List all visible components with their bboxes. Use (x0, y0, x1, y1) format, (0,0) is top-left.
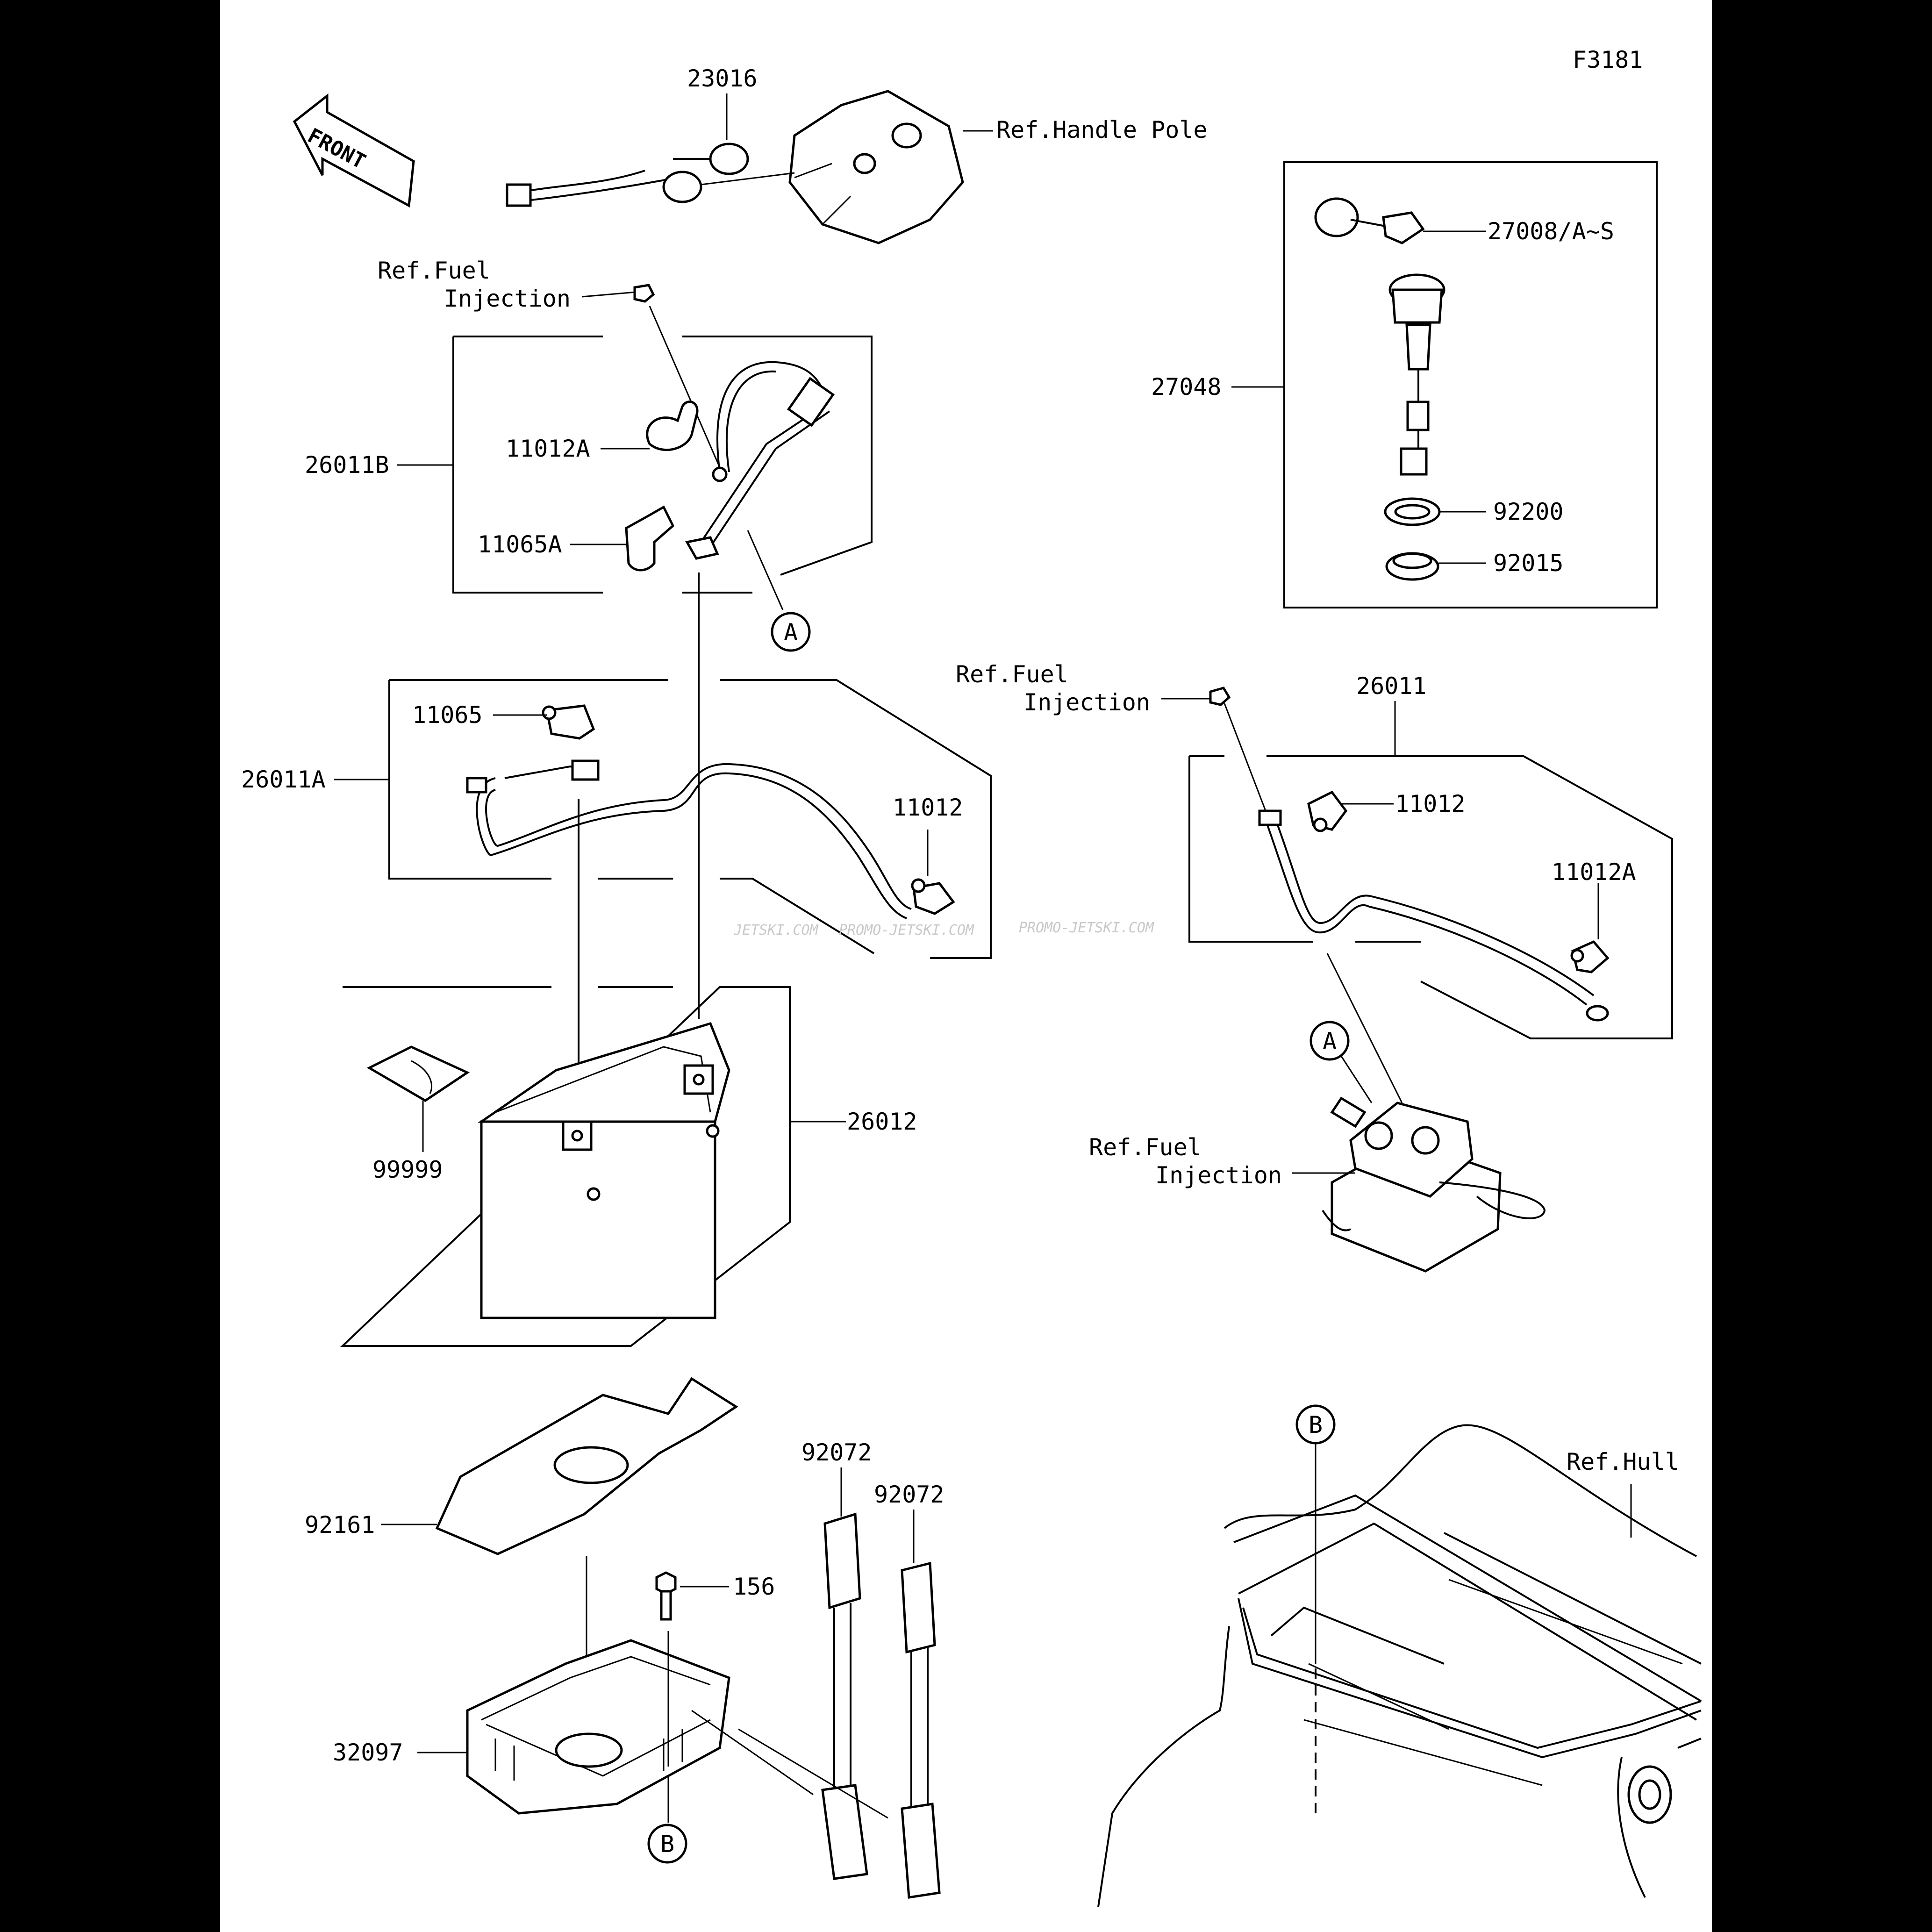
part-92072-strap-a (821, 1512, 868, 1880)
part-26011-cable (1258, 809, 1609, 1022)
callout-b-1: B (660, 1831, 674, 1858)
figure-id: F3181 (1573, 46, 1643, 73)
solenoid-relay-ref (1322, 1096, 1546, 1273)
watermark-2: PROMO-JETSKI.COM (839, 922, 974, 938)
label-11065: 11065 (412, 701, 483, 729)
diagram-sheet (220, 0, 1712, 1932)
part-11012A-cap-top (646, 401, 699, 451)
label-11012A-right: 11012A (1552, 859, 1636, 886)
part-11065-cap (542, 704, 595, 740)
part-23016-harness (506, 143, 749, 207)
callout-a-circle-1 (771, 612, 811, 652)
label-92200: 92200 (1493, 498, 1564, 525)
callout-b-circle-2 (1295, 1404, 1336, 1445)
label-26011A: 26011A (241, 766, 326, 793)
label-26011: 26011 (1356, 673, 1427, 700)
label-99999: 99999 (372, 1156, 443, 1183)
part-27048-ignition (1388, 273, 1445, 476)
handle-pole-ref (788, 90, 964, 244)
part-26011A-cable (466, 759, 912, 919)
callout-b-2: B (1309, 1411, 1323, 1438)
part-27008-key (1314, 197, 1425, 244)
part-92015-nut (1385, 552, 1439, 581)
callout-a-circle-2 (1309, 1021, 1350, 1061)
part-92072-strap-b (901, 1561, 941, 1899)
label-11012A-top: 11012A (506, 435, 590, 462)
label-ref-hull: Ref.Hull (1567, 1448, 1679, 1475)
part-92161-pad (435, 1377, 738, 1555)
label-ref-fuel-3a: Ref.Fuel (1089, 1134, 1202, 1161)
label-92072-a: 92072 (801, 1439, 872, 1466)
label-26012: 26012 (847, 1108, 917, 1135)
label-156: 156 (733, 1573, 775, 1600)
part-11012-cap-right (1307, 790, 1348, 832)
label-32097: 32097 (333, 1739, 403, 1766)
label-23016: 23016 (687, 65, 758, 92)
label-ref-fuel-2a: Ref.Fuel (956, 661, 1068, 688)
part-99999-pouch (366, 1045, 470, 1102)
label-92161: 92161 (305, 1511, 375, 1538)
label-92072-b: 92072 (874, 1481, 945, 1508)
hull-ref (1097, 1424, 1702, 1907)
label-92015: 92015 (1493, 550, 1564, 577)
callout-a-1: A (784, 619, 798, 646)
watermark-1: JETSKI.COM (733, 922, 819, 938)
part-156-bolt (655, 1571, 677, 1621)
callout-b-circle-1 (647, 1824, 687, 1864)
label-27008: 27008/A~S (1488, 218, 1614, 245)
label-ref-handle-pole: Ref.Handle Pole (996, 116, 1208, 143)
label-ref-fuel-1a: Ref.Fuel (378, 257, 490, 284)
label-ref-fuel-3b: Injection (1155, 1162, 1282, 1189)
label-11012-right: 11012 (1395, 790, 1466, 817)
label-ref-fuel-1b: Injection (444, 285, 571, 312)
part-92200-oring (1384, 497, 1441, 526)
part-11012A-cap-right (1570, 940, 1610, 973)
label-ref-fuel-2b: Injection (1023, 689, 1150, 716)
part-11065A-cap (625, 505, 675, 572)
watermark-3: PROMO-JETSKI.COM (1019, 920, 1154, 936)
label-26011B: 26011B (305, 451, 389, 479)
part-26011B-cable (685, 361, 835, 560)
part-11012-cap-mid (911, 878, 955, 915)
label-27048: 27048 (1151, 373, 1222, 401)
front-arrow-icon: FRONT (293, 93, 415, 208)
label-11012-mid: 11012 (893, 794, 963, 821)
part-32097-tray (466, 1639, 730, 1815)
callout-a-2: A (1323, 1028, 1337, 1055)
part-26012-battery (477, 1022, 730, 1319)
label-11065A: 11065A (478, 531, 562, 558)
